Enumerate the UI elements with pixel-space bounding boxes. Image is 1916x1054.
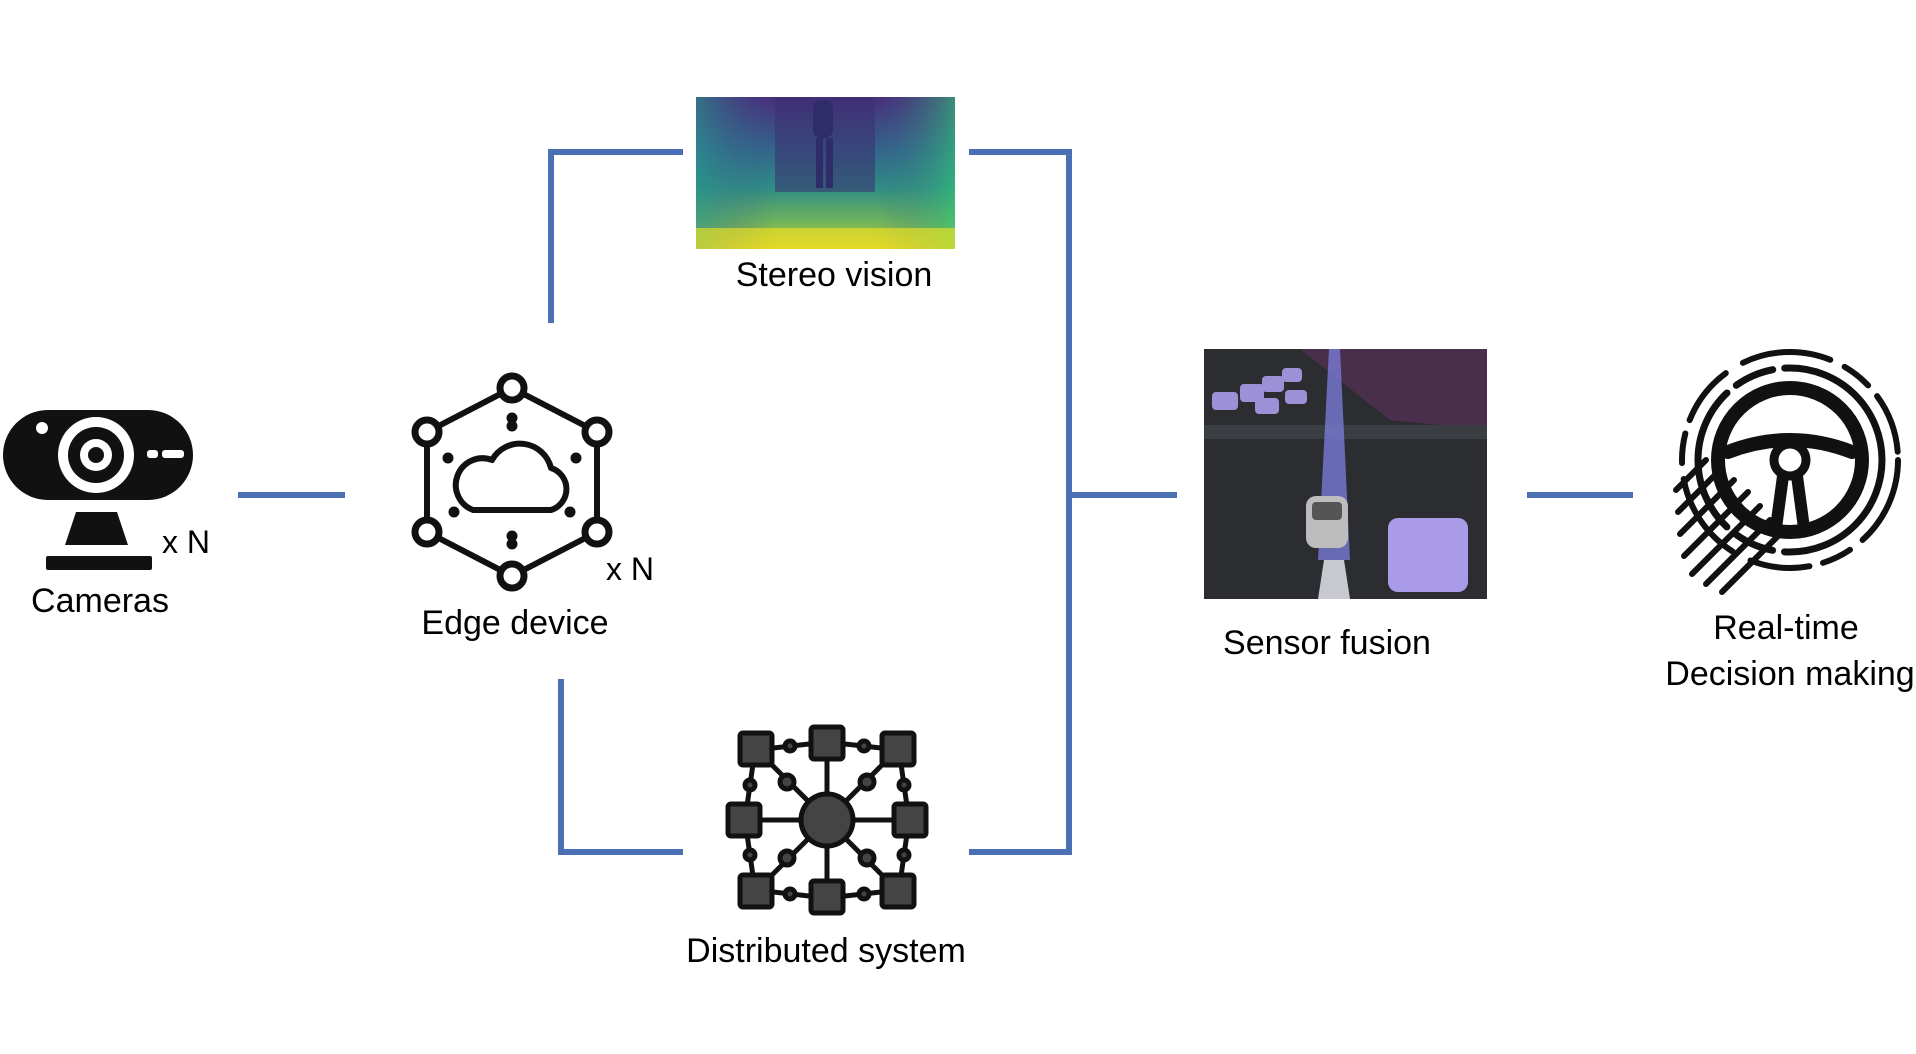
cloud-hexagon-network-icon [411,372,613,592]
depth-map-image [696,97,955,249]
steering-wheel-icon [1673,349,1901,595]
decision-making-node: Real-time Decision making [1665,349,1915,693]
webcam-icon [3,410,193,570]
cameras-multiplier: x N [162,524,210,560]
connector-edge-stereo [548,149,683,323]
connector-edge-distributed [558,679,683,855]
connector-lines [238,149,1633,855]
cameras-label: Cameras [31,582,169,620]
edge-device-label: Edge device [421,604,608,642]
edge-device-multiplier: x N [606,551,654,587]
edge-device-node: Edge device x N [411,372,654,642]
autonomous-driving-simulation-image [1204,349,1487,599]
distributed-network-icon [725,724,929,916]
connector-stereo-fusion-bus [969,149,1072,855]
decision-making-label-line1: Real-time [1713,609,1858,647]
stereo-vision-node: Stereo vision [696,97,955,294]
stereo-vision-label: Stereo vision [736,256,933,294]
decision-making-label-line2: Decision making [1665,655,1914,693]
distributed-system-label: Distributed system [686,932,966,970]
distributed-system-node: Distributed system [686,724,966,970]
cameras-node: Cameras x N [3,410,210,620]
sensor-fusion-node: Sensor fusion [1204,349,1487,662]
sensor-fusion-label: Sensor fusion [1223,624,1431,662]
